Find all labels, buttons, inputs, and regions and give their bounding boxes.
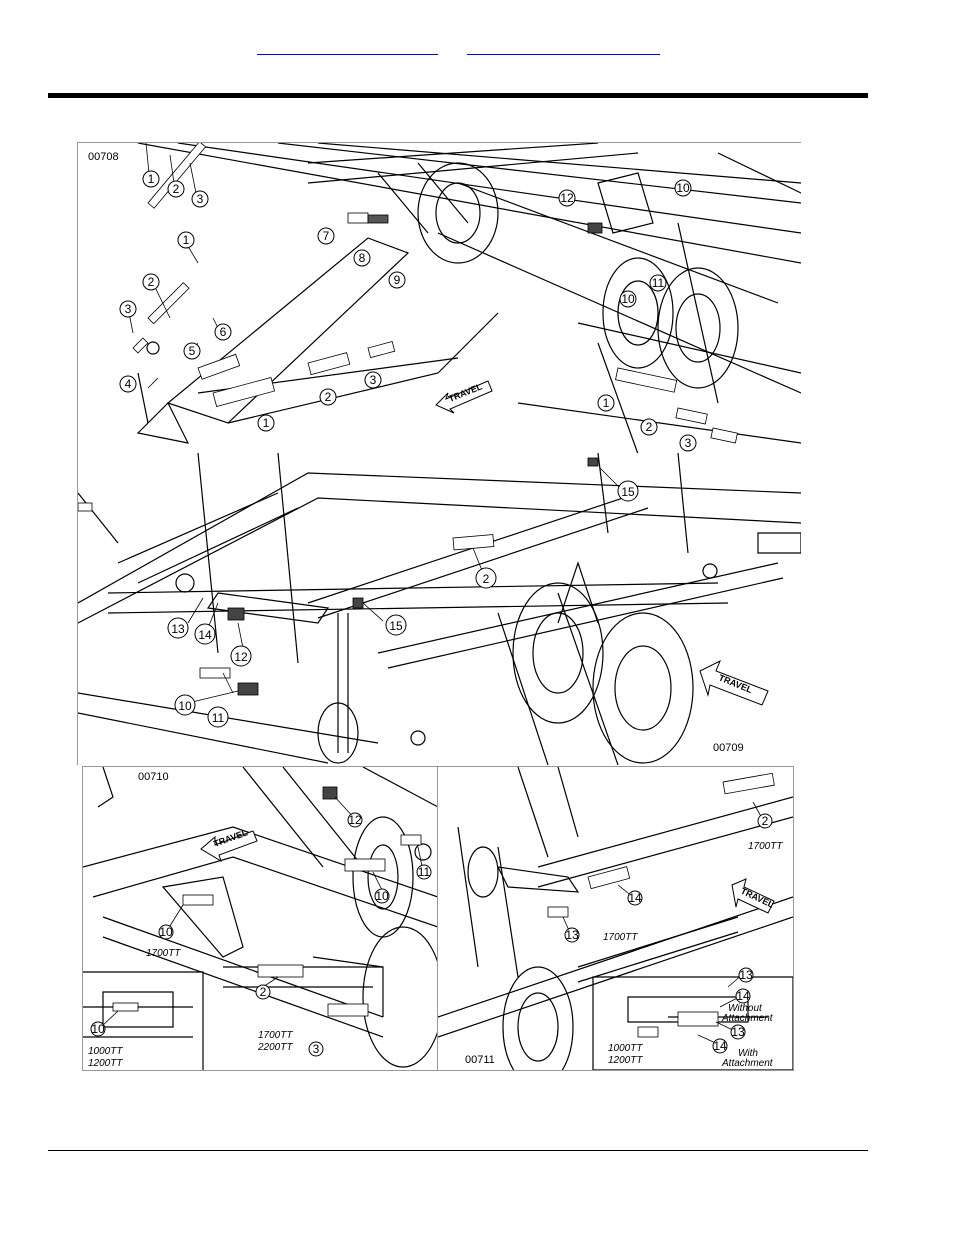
svg-text:10: 10 [676, 181, 690, 195]
svg-text:13: 13 [739, 968, 753, 982]
bottom-rule [48, 1150, 868, 1151]
svg-text:3: 3 [685, 436, 692, 450]
svg-text:3: 3 [370, 373, 377, 387]
panel-1-drawing: 00708 1 2 3 1 2 3 7 8 9 12 10 10 11 6 5 … [88, 143, 801, 454]
svg-text:1: 1 [183, 233, 190, 247]
svg-text:With: With [738, 1048, 758, 1059]
panel-2-drawing: 00709 15 2 15 13 14 12 10 11 TRAVEL [78, 453, 801, 765]
svg-text:1200TT: 1200TT [88, 1058, 123, 1069]
svg-text:12: 12 [560, 191, 574, 205]
panel-2-code: 00709 [713, 742, 744, 754]
svg-text:1: 1 [263, 416, 270, 430]
svg-text:4: 4 [125, 377, 132, 391]
panel-4-travel-arrow: TRAVEL [731, 878, 776, 914]
header-link-1[interactable] [257, 38, 438, 55]
svg-text:1200TT: 1200TT [608, 1055, 643, 1066]
svg-text:8: 8 [359, 251, 366, 265]
panel-2-callout-labels: 15 2 15 13 14 12 10 11 [171, 485, 635, 725]
figure-panel-1: 00708 1 2 3 1 2 3 7 8 9 12 10 10 11 6 5 … [77, 142, 801, 454]
svg-text:Without: Without [728, 1003, 763, 1014]
figure-panel-4: 00711 2 14 13 13 14 13 14 1700TT 1700TT … [437, 766, 794, 1071]
svg-text:14: 14 [736, 989, 750, 1003]
svg-text:1000TT: 1000TT [608, 1043, 643, 1054]
panel-4-drawing: 00711 2 14 13 13 14 13 14 1700TT 1700TT … [438, 767, 793, 1070]
svg-text:13: 13 [731, 1025, 745, 1039]
svg-text:14: 14 [713, 1039, 727, 1053]
panel-3-callouts [90, 812, 432, 1057]
panel-3-drawing: 00710 12 11 10 10 10 2 3 1700TT 1700TT 2… [83, 767, 438, 1070]
svg-text:2: 2 [325, 390, 332, 404]
svg-text:7: 7 [323, 229, 330, 243]
svg-text:10: 10 [375, 889, 389, 903]
svg-text:1700TT: 1700TT [146, 948, 181, 959]
figure-panel-3: 00710 12 11 10 10 10 2 3 1700TT 1700TT 2… [82, 766, 439, 1071]
svg-text:2: 2 [148, 275, 155, 289]
svg-text:1700TT: 1700TT [603, 932, 638, 943]
top-rule [48, 93, 868, 98]
svg-text:2: 2 [483, 572, 490, 586]
svg-text:1700TT: 1700TT [258, 1030, 293, 1041]
panel-4-notes: Without Attachment With Attachment [721, 1003, 774, 1069]
panel-1-code: 00708 [88, 151, 119, 163]
panel-3-code: 00710 [138, 771, 169, 783]
svg-text:12: 12 [348, 813, 362, 827]
panel-3-callout-labels: 12 11 10 10 10 2 3 [91, 813, 430, 1056]
svg-text:11: 11 [652, 276, 665, 290]
panel-1-callout-labels: 1 2 3 1 2 3 7 8 9 12 10 10 11 6 5 4 1 2 … [125, 172, 692, 450]
svg-text:10: 10 [91, 1022, 105, 1036]
svg-text:5: 5 [189, 344, 196, 358]
svg-text:2: 2 [646, 420, 653, 434]
svg-text:11: 11 [418, 865, 431, 879]
svg-text:Attachment: Attachment [721, 1058, 774, 1069]
svg-text:2: 2 [173, 182, 180, 196]
svg-text:1700TT: 1700TT [748, 841, 783, 852]
svg-text:1: 1 [148, 172, 155, 186]
svg-text:Attachment: Attachment [721, 1013, 774, 1024]
svg-text:10: 10 [159, 925, 173, 939]
svg-text:1: 1 [603, 396, 610, 410]
svg-text:3: 3 [197, 192, 204, 206]
panel-1-travel-arrow: TRAVEL [435, 380, 493, 414]
panel-3-travel-arrow: TRAVEL [200, 827, 258, 863]
svg-text:2: 2 [260, 985, 267, 999]
panel-4-code: 00711 [465, 1054, 495, 1066]
svg-text:14: 14 [198, 628, 212, 642]
svg-text:10: 10 [621, 292, 635, 306]
svg-text:3: 3 [125, 302, 132, 316]
panel-2-travel-arrow: TRAVEL [699, 659, 769, 706]
svg-text:12: 12 [234, 650, 248, 664]
panel-2-callouts [167, 480, 639, 728]
panel-1-callouts [119, 170, 697, 452]
svg-text:14: 14 [628, 891, 642, 905]
svg-text:11: 11 [212, 711, 225, 725]
svg-text:15: 15 [621, 485, 635, 499]
svg-text:10: 10 [178, 699, 192, 713]
svg-text:1000TT: 1000TT [88, 1046, 123, 1057]
svg-text:15: 15 [389, 619, 403, 633]
panel-3-model-labels: 1700TT 1700TT 2200TT 1000TT 1200TT [88, 948, 293, 1069]
svg-text:13: 13 [171, 622, 185, 636]
svg-text:3: 3 [313, 1042, 320, 1056]
header-link-2[interactable] [467, 38, 660, 55]
panel-4-callouts [564, 813, 773, 1054]
panel-4-model-labels: 1700TT 1700TT 1000TT 1200TT [603, 841, 783, 1066]
svg-text:6: 6 [220, 325, 227, 339]
svg-text:2: 2 [762, 814, 769, 828]
svg-text:9: 9 [394, 273, 401, 287]
figure-panel-2: 00709 15 2 15 13 14 12 10 11 TRAVEL [77, 453, 801, 765]
panel-4-callout-labels: 2 14 13 13 14 13 14 [565, 814, 768, 1053]
header-links [0, 38, 954, 58]
svg-text:13: 13 [565, 928, 579, 942]
svg-text:2200TT: 2200TT [257, 1042, 293, 1053]
